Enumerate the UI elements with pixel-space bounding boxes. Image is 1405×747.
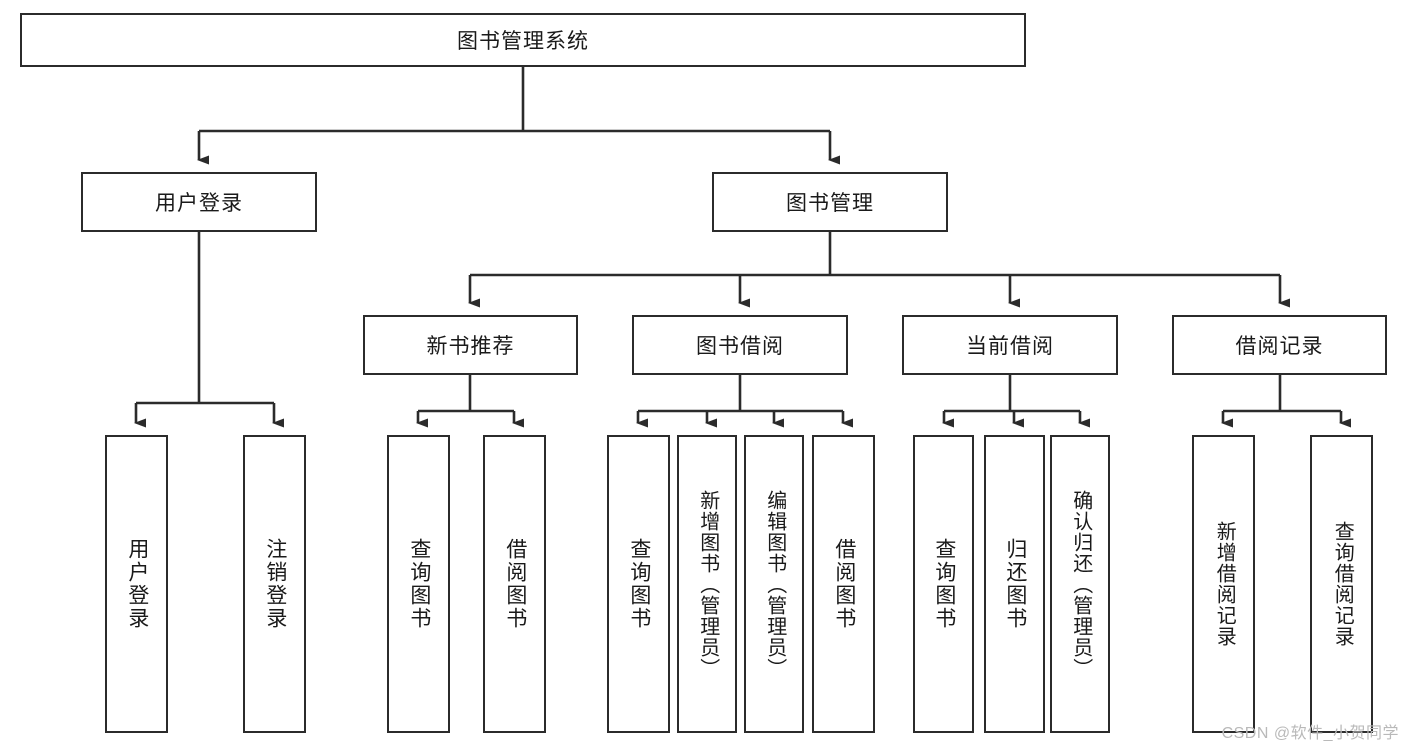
leaf-edit-book-admin[interactable]: 编辑图书（管理员） <box>744 435 804 733</box>
leaf-query-book-new[interactable]: 查询图书 <box>387 435 450 733</box>
leaf-user-logout[interactable]: 注销登录 <box>243 435 306 733</box>
leaf-add-book-admin[interactable]: 新增图书（管理员） <box>677 435 737 733</box>
node-current-borrow[interactable]: 当前借阅 <box>902 315 1118 375</box>
node-book-management[interactable]: 图书管理 <box>712 172 948 232</box>
leaf-user-login[interactable]: 用户登录 <box>105 435 168 733</box>
node-user-login[interactable]: 用户登录 <box>81 172 317 232</box>
node-borrow-record[interactable]: 借阅记录 <box>1172 315 1387 375</box>
leaf-query-borrow-record[interactable]: 查询借阅记录 <box>1310 435 1373 733</box>
node-book-borrow[interactable]: 图书借阅 <box>632 315 848 375</box>
leaf-return-book[interactable]: 归还图书 <box>984 435 1045 733</box>
leaf-query-book-current[interactable]: 查询图书 <box>913 435 974 733</box>
leaf-add-borrow-record[interactable]: 新增借阅记录 <box>1192 435 1255 733</box>
leaf-confirm-return-admin[interactable]: 确认归还（管理员） <box>1050 435 1110 733</box>
leaf-borrow-book[interactable]: 借阅图书 <box>812 435 875 733</box>
node-root-system[interactable]: 图书管理系统 <box>20 13 1026 67</box>
watermark: CSDN @软件_小贺同学 <box>1221 725 1399 742</box>
leaf-borrow-book-new[interactable]: 借阅图书 <box>483 435 546 733</box>
leaf-query-book-borrow[interactable]: 查询图书 <box>607 435 670 733</box>
node-new-book-recommend[interactable]: 新书推荐 <box>363 315 578 375</box>
